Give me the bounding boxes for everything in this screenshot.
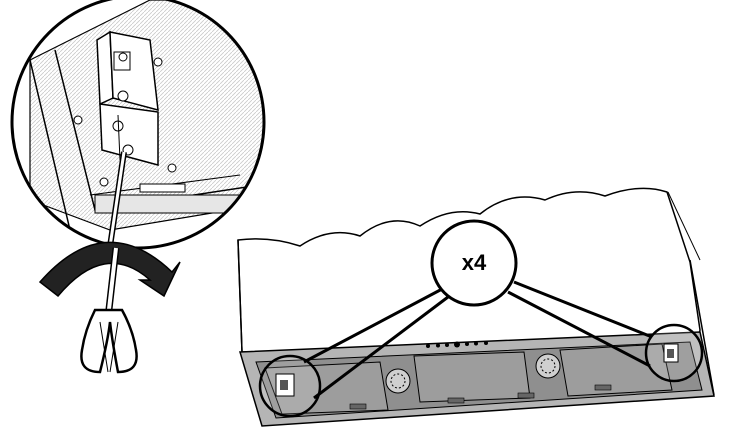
- rotation-arrow-icon: [38, 241, 181, 298]
- bracket-location-right: [644, 323, 704, 383]
- light-icon: [385, 368, 411, 394]
- callout-leader-lines: [303, 280, 653, 400]
- screw-icon: [167, 163, 177, 173]
- quantity-callout-circle: [430, 219, 518, 307]
- zoom-detail: [10, 0, 266, 250]
- screwdriver-icon: [80, 247, 138, 374]
- bracket-location-left: [258, 354, 322, 418]
- control-buttons: [426, 341, 488, 348]
- screw-icon: [153, 57, 163, 67]
- screw-icon: [99, 177, 109, 187]
- screw-icon: [73, 115, 83, 125]
- mounting-bracket: [96, 30, 159, 166]
- light-icon: [535, 353, 561, 379]
- quantity-label: x4: [461, 250, 487, 275]
